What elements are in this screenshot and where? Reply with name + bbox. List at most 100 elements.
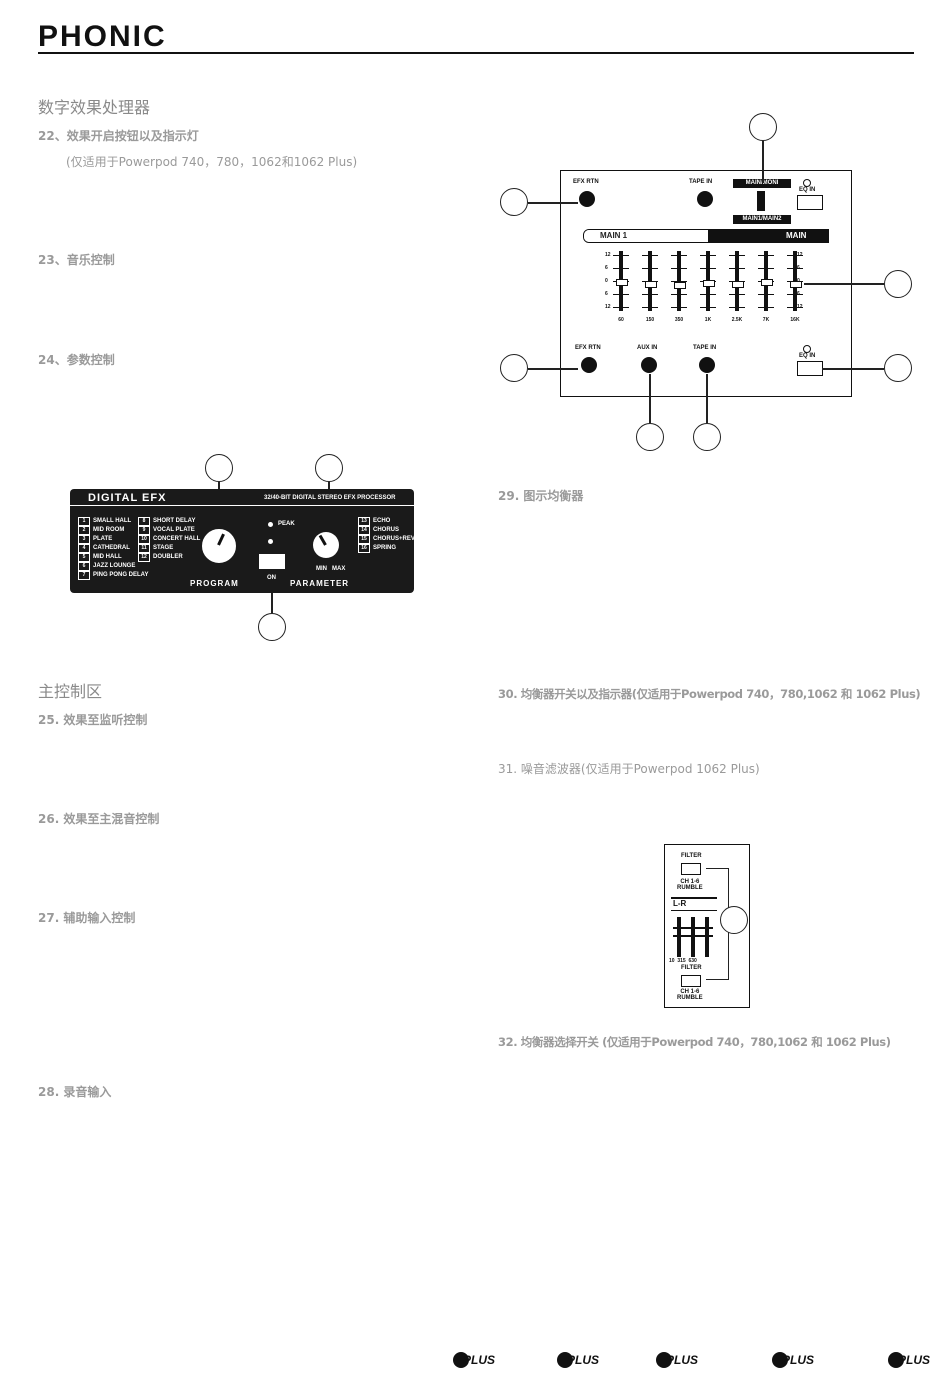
efx-rtn-knob[interactable]: [579, 191, 595, 207]
rumble-filter-button[interactable]: [681, 863, 701, 875]
eq-tick: [671, 294, 687, 295]
eq-tick: [671, 307, 687, 308]
tape-in-knob[interactable]: [697, 191, 713, 207]
eq-slider[interactable]: [691, 917, 695, 957]
eq-slider-cap[interactable]: [790, 281, 802, 288]
efx-rtn-knob-2[interactable]: [581, 357, 597, 373]
program-name: CHORUS+REV: [373, 536, 415, 542]
program-name: ECHO: [373, 518, 391, 524]
program-number: 1: [78, 517, 90, 526]
max-label: MAX: [332, 566, 346, 572]
plus-logo-text: PLUS: [898, 1353, 931, 1367]
plus-logo: PLUS: [888, 1352, 930, 1368]
main-bg: [708, 230, 828, 242]
eq-in-label-2: EQ IN: [799, 353, 816, 359]
item-22-title: 22、效果开启按钮以及指示灯: [38, 129, 199, 143]
program-name: SHORT DELAY: [153, 518, 196, 524]
slider-cap: [673, 927, 713, 929]
main-label: MAIN: [786, 231, 807, 240]
program-number: 7: [78, 571, 90, 580]
min-label: MIN: [316, 566, 327, 572]
program-name: CHORUS: [373, 527, 400, 533]
eq-tick: [787, 294, 803, 295]
eq-in-button[interactable]: [797, 195, 823, 210]
program-knob[interactable]: [202, 529, 236, 563]
eq-tick: [671, 268, 687, 269]
program-number: 13: [358, 517, 370, 526]
eq-tick: [787, 307, 803, 308]
leader-line: [762, 141, 764, 183]
eq-frequency: 350: [674, 317, 684, 323]
callout-circle: [315, 454, 343, 482]
eq-tick: [758, 294, 774, 295]
callout-circle: [500, 188, 528, 216]
eq-tick: [758, 307, 774, 308]
tape-in-label-2: TAPE IN: [693, 345, 717, 351]
tape-in-knob-2[interactable]: [699, 357, 715, 373]
filter-freqs: 10 315 630: [669, 958, 697, 964]
callout-circle: [884, 270, 912, 298]
item-25-title: 25. 效果至监听控制: [38, 713, 148, 727]
eq-tick: [758, 268, 774, 269]
program-name: STAGE: [153, 545, 174, 551]
eq-slider-cap[interactable]: [674, 282, 686, 289]
tape-in-label: TAPE IN: [689, 179, 713, 185]
divider: [671, 897, 717, 899]
eq-slider-cap[interactable]: [732, 281, 744, 288]
rumble-filter-button-2[interactable]: [681, 975, 701, 987]
efx-panel: DIGITAL EFX 32/40-BIT DIGITAL STEREO EFX…: [70, 489, 415, 593]
program-name: MID ROOM: [93, 527, 125, 533]
eq-scale-label: 6: [605, 265, 608, 271]
main1-bg: [584, 230, 708, 242]
eq-slider-cap[interactable]: [761, 279, 773, 286]
eq-scale-label: 12: [605, 304, 611, 310]
eq-slider[interactable]: [705, 917, 709, 957]
eq-tick: [729, 268, 745, 269]
eq-tick: [613, 294, 629, 295]
eq-slider-cap[interactable]: [616, 279, 628, 286]
eq-tick: [729, 294, 745, 295]
item-29-title: 29. 图示均衡器: [498, 489, 584, 503]
on-label: ON: [267, 575, 276, 581]
eq-tick: [729, 307, 745, 308]
callout-circle: [258, 613, 286, 641]
eq-slider[interactable]: [677, 917, 681, 957]
main-moni-switch[interactable]: [757, 191, 765, 211]
header-rule: [38, 52, 914, 54]
efx-on-button[interactable]: [259, 554, 285, 569]
eq-in-button-2[interactable]: [797, 361, 823, 376]
eq-tick: [613, 255, 629, 256]
eq-slider-cap[interactable]: [645, 281, 657, 288]
plus-logo: PLUS: [656, 1352, 698, 1368]
item-32-title: 32. 均衡器选择开关 (仅适用于Powerpod 740，780,1062 和…: [498, 1035, 891, 1049]
peak-led: [268, 522, 273, 527]
item-23-title: 23、音乐控制: [38, 253, 115, 267]
eq-tick: [729, 255, 745, 256]
callout-circle: [884, 354, 912, 382]
aux-in-knob[interactable]: [641, 357, 657, 373]
callout-circle: [500, 354, 528, 382]
eq-tick: [613, 268, 629, 269]
eq-tick: [700, 255, 716, 256]
parameter-knob[interactable]: [313, 532, 339, 558]
eq-frequency: 7K: [762, 317, 770, 323]
slider-cap: [673, 935, 713, 937]
leader-line: [706, 374, 708, 423]
program-name: SMALL HALL: [93, 518, 132, 524]
eq-scale-label: 6: [797, 265, 800, 271]
eq-tick: [671, 281, 687, 282]
item-22-subtitle: (仅适用于Powerpod 740，780，1062和1062 Plus): [66, 155, 358, 169]
eq-led-2: [803, 345, 811, 353]
program-number: 5: [78, 553, 90, 562]
program-number: 6: [78, 562, 90, 571]
main-section-figure: EFX RTN TAPE IN MAIN/MONI MAIN1/MAIN2 EQ…: [498, 110, 918, 455]
leader-line: [528, 202, 578, 204]
eq-slider-cap[interactable]: [703, 280, 715, 287]
